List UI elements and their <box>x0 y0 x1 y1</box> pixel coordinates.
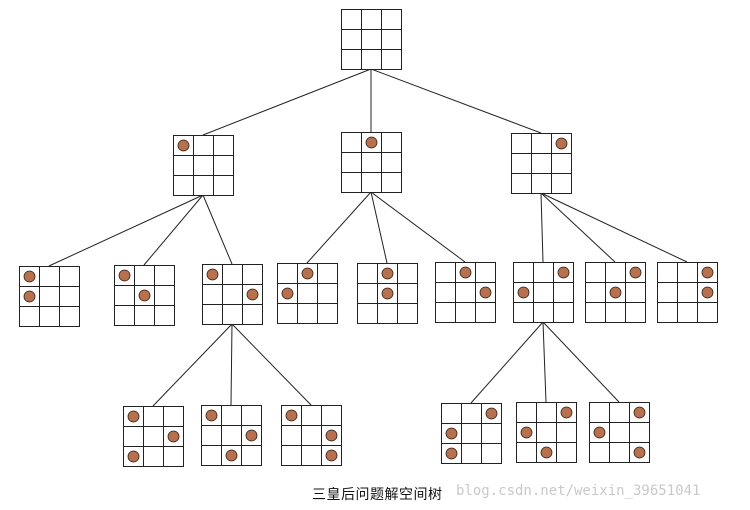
queen-marker <box>479 286 492 299</box>
queen-marker <box>177 139 190 152</box>
board-node-root <box>341 9 402 70</box>
queen-marker <box>381 267 394 280</box>
queen-marker <box>225 449 238 462</box>
board-node-c1c <box>589 402 650 463</box>
tree-edge <box>370 68 542 134</box>
board-node-a3 <box>202 264 263 325</box>
queen-marker <box>445 447 458 460</box>
queen-marker <box>517 286 530 299</box>
tree-edge <box>370 191 466 263</box>
queen-marker <box>459 266 472 279</box>
queen-marker <box>485 407 498 420</box>
board-node-a3b <box>201 405 262 466</box>
board-node-b3 <box>435 262 496 323</box>
queen-marker <box>205 409 218 422</box>
board-node-a3a <box>123 406 184 467</box>
queen-marker <box>557 266 570 279</box>
queen-marker <box>246 288 259 301</box>
queen-marker <box>520 426 533 439</box>
board-node-a3c <box>281 405 342 466</box>
queen-marker <box>167 430 180 443</box>
board-node-a2 <box>114 265 175 326</box>
queen-marker <box>285 409 298 422</box>
queen-marker <box>118 269 131 282</box>
tree-edge <box>230 323 233 406</box>
tree-edge <box>202 68 372 136</box>
tree-edge <box>370 191 388 264</box>
tree-edge <box>231 323 312 406</box>
queen-marker <box>629 266 642 279</box>
tree-edge <box>202 194 233 265</box>
queen-marker <box>127 450 140 463</box>
board-node-c <box>511 133 572 194</box>
board-node-b1 <box>277 263 338 324</box>
queen-marker <box>23 270 36 283</box>
queen-marker <box>381 287 394 300</box>
queen-marker <box>701 266 714 279</box>
queen-marker <box>206 268 219 281</box>
board-node-c1b <box>516 402 577 463</box>
queen-marker <box>281 287 294 300</box>
queen-marker <box>701 286 714 299</box>
tree-edge <box>306 191 372 264</box>
queen-marker <box>245 429 258 442</box>
queen-marker <box>325 449 338 462</box>
diagram-caption: 三皇后问题解空间树 <box>312 487 443 503</box>
tree-edge <box>540 192 544 263</box>
queen-marker <box>555 137 568 150</box>
tree-edge <box>542 321 620 403</box>
board-node-c1a <box>441 403 502 464</box>
queen-marker <box>365 136 378 149</box>
tree-edge <box>470 321 544 404</box>
board-node-c3 <box>657 262 718 323</box>
board-node-a1 <box>19 266 80 327</box>
queen-marker <box>301 267 314 280</box>
queen-marker <box>609 286 622 299</box>
board-node-a <box>173 135 234 196</box>
queen-marker <box>540 446 553 459</box>
tree-edge <box>48 194 204 267</box>
queen-marker <box>23 290 36 303</box>
queen-marker <box>127 410 140 423</box>
tree-edge <box>542 321 547 403</box>
queen-marker <box>445 427 458 440</box>
tree-edge <box>540 192 688 263</box>
queen-marker <box>633 406 646 419</box>
queen-marker <box>138 289 151 302</box>
tree-edge <box>540 192 616 263</box>
edges <box>48 68 688 407</box>
board-node-b2 <box>357 263 418 324</box>
board-node-c2 <box>585 262 646 323</box>
queen-marker <box>593 426 606 439</box>
board-frame <box>341 9 402 70</box>
board-node-b <box>341 132 402 193</box>
board-node-c1 <box>513 262 574 323</box>
tree-edge <box>143 194 204 266</box>
tree-edge <box>152 323 233 407</box>
queen-marker <box>633 446 646 459</box>
watermark: blog.csdn.net/weixin_39651041 <box>456 483 701 499</box>
queen-marker <box>560 406 573 419</box>
queen-marker <box>325 429 338 442</box>
